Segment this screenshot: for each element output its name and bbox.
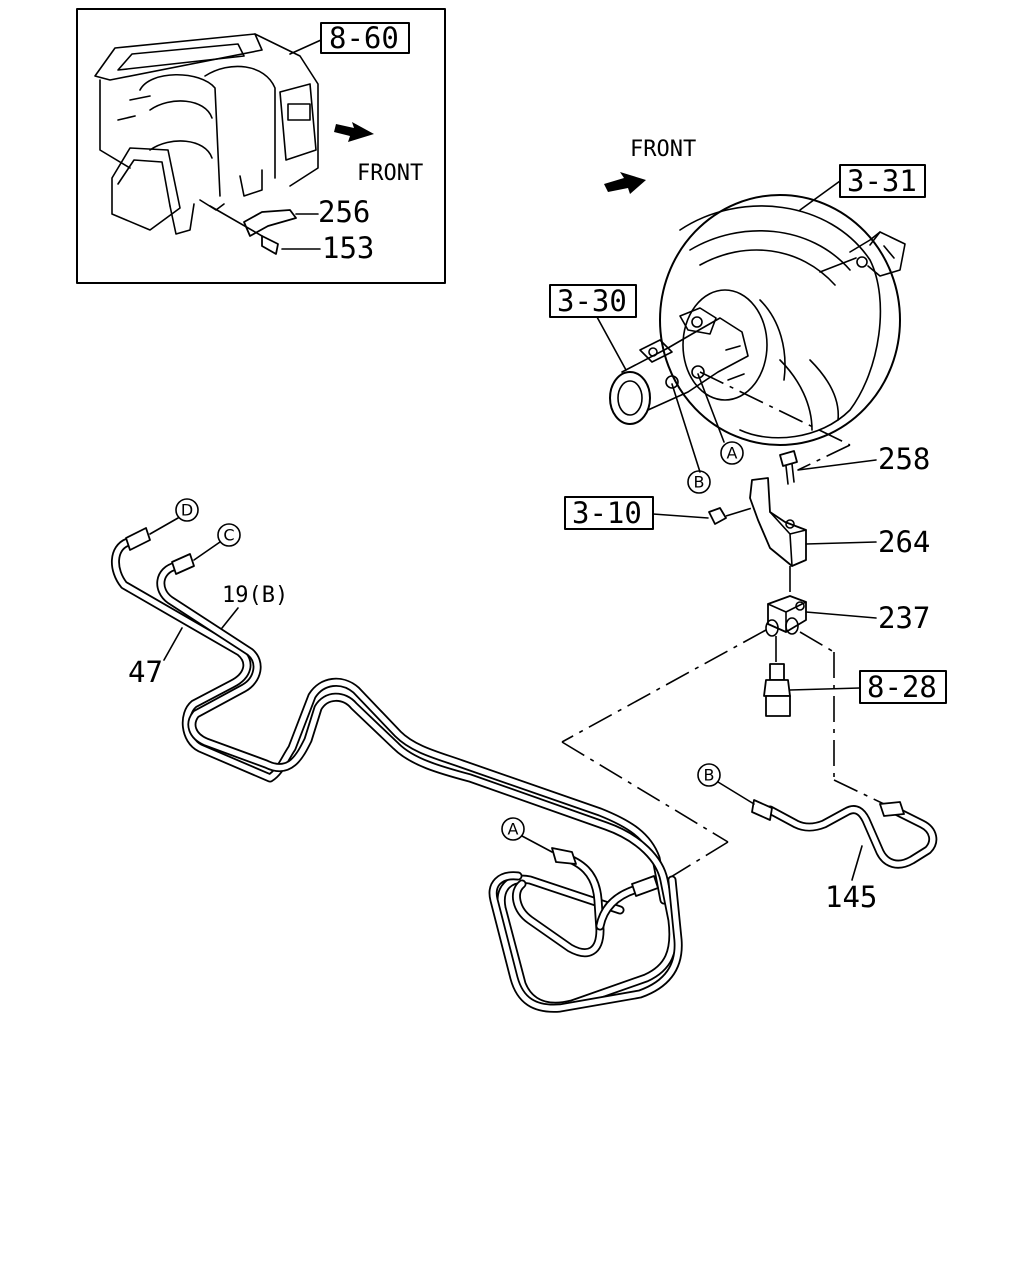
- booster-ref-label: 3-31: [847, 164, 917, 198]
- sensor-ref-box: [859, 670, 947, 704]
- connector-a-top-label: A: [727, 444, 738, 463]
- connector-b-bottom: [697, 763, 721, 787]
- part-145: 145: [825, 880, 877, 914]
- connector-b-bottom-label: B: [704, 766, 715, 785]
- connector-b-top: [687, 470, 711, 494]
- connector-b-top-label: B: [694, 473, 705, 492]
- part-264: 264: [878, 525, 930, 559]
- part-237: 237: [878, 601, 930, 635]
- brake-pipes: [111, 537, 938, 1013]
- part-19b: 19(B): [222, 583, 288, 608]
- inset-front-label: FRONT: [357, 161, 423, 186]
- nut-ref-label: 3-10: [572, 496, 642, 530]
- connector-d-label: D: [181, 501, 193, 520]
- connector-a-bottom: [501, 817, 525, 841]
- inset-ref-box: [320, 22, 410, 54]
- connector-a-top: [720, 441, 744, 465]
- front-label: FRONT: [630, 137, 696, 162]
- junction-237: [765, 595, 807, 637]
- brake-booster: [659, 194, 906, 446]
- inset-panel: 8-60 FRONT 256 153: [76, 8, 446, 284]
- part-47: 47: [128, 655, 163, 689]
- connector-d: [175, 498, 199, 522]
- inset-border: [76, 8, 446, 284]
- front-arrow-icon: [604, 172, 646, 194]
- bolt-258: [779, 450, 798, 485]
- pipe-fittings: [125, 527, 905, 897]
- clip-part: [243, 209, 297, 237]
- inset-ref-label: 8-60: [329, 21, 399, 55]
- master-cylinder-ref-box: [549, 284, 637, 318]
- inset-part-256: 256: [318, 195, 370, 229]
- bolt-153: [261, 235, 279, 255]
- heater-unit: [94, 33, 319, 235]
- inset-part-153: 153: [322, 231, 374, 265]
- nut-part: [708, 507, 727, 525]
- connector-c: [217, 523, 241, 547]
- nut-ref-box: [564, 496, 654, 530]
- bracket-264: [749, 477, 807, 567]
- master-cylinder-ref-label: 3-30: [557, 284, 627, 318]
- inset-front-arrow-icon: [334, 122, 374, 142]
- connector-a-bottom-label: A: [508, 820, 519, 839]
- part-258: 258: [878, 442, 930, 476]
- master-cylinder: [609, 307, 749, 425]
- sensor-ref-label: 8-28: [867, 670, 937, 704]
- connector-c-label: C: [223, 526, 234, 545]
- sensor-part: [763, 663, 791, 717]
